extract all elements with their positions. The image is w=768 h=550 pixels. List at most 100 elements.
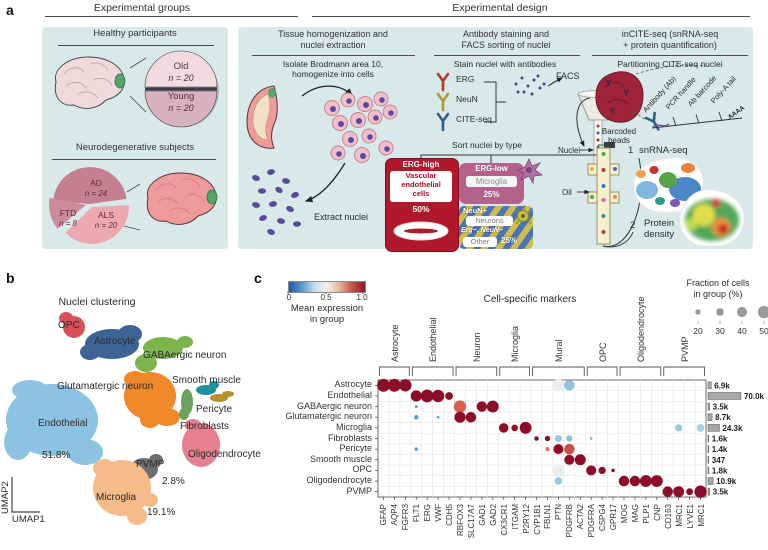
gene-group-label: PVMP [679,336,690,362]
dot-gabaergic-neuron-FLT1 [414,405,418,408]
erg-high-line2: endothelial [401,180,441,189]
dot-smooth-muscle-ACTA2 [574,454,586,466]
dot-oligodendrocyte-PTN [554,477,563,485]
incite-title-2: + protein quantification) [623,40,717,50]
construct-barcode-squiggle [652,123,670,128]
antibody-citeseq-icon [436,112,450,132]
antibody-erg-label: ERG [456,74,475,84]
neun-line2: Erg−, NeuN− [461,227,504,234]
dot-microglia-MRC1 [675,424,683,432]
gene-label: MOG [620,504,629,524]
size-legend-tick: 30 [715,326,725,336]
pie-ad-n: n = 24 [84,189,108,198]
dot-oligodendrocyte-CNP [650,475,663,487]
antibody-citeseq-label: CITE-seq [456,114,492,124]
erg-high-line1: Vascular [405,171,437,180]
pie-young-label: Young [167,91,195,102]
dot-smooth-muscle-CSPG4 [601,458,604,461]
row-count-bar [707,392,742,400]
row-count-bar [707,456,710,464]
microglia-cell-icon [515,158,544,185]
gene-group-label: Astrocyte [389,324,400,362]
umap-x-axis-label: UMAP1 [12,514,45,525]
antibody-bracket [484,81,506,123]
row-count-bar [707,402,710,411]
gene-label: FLT1 [412,504,422,523]
cite-nucleus-icon [595,71,644,123]
groups-header: Experimental groups [93,2,191,14]
dot-gabaergic-neuron-RBFOX3 [453,400,467,413]
dot-astrocyte-GFAP [377,378,390,392]
size-legend-tick: 20 [693,326,703,336]
gene-label: LYVE1 [685,504,695,529]
snrnaseq-label: snRNA-seq [639,145,688,156]
tissue-title-2: nuclei extraction [300,40,366,50]
erg-high-line3: cells [412,189,430,198]
celltype-row-label: Astrocyte [334,379,372,390]
construct-line [651,117,743,129]
dot-glutamatergic-neuron-SLC17A7 [465,411,477,423]
incite-subtitle: Partitioning CITE-seq nuclei [617,59,723,69]
neun-pill1 [466,216,513,226]
colorbar-tick-0: 0 [286,293,292,302]
dot-pericyte-PDGFRB [564,443,575,455]
erg-high-pill [390,171,452,202]
dot-microglia-CX3CR1 [498,423,509,433]
celltype-row-label: Endothelial [327,389,372,400]
gene-label: VWF [434,504,444,522]
size-legend-label-2: in group (%) [693,289,743,299]
neun-pill2-text: Other [470,236,490,246]
dot-gabaergic-neuron-GAD1 [476,401,488,412]
row-count-label: 1.8k [712,466,728,475]
dot-oligodendrocyte-MOG [618,475,630,487]
row-count-bar [707,434,710,443]
vessel-lumen [404,228,438,234]
construct-ticks [672,111,723,127]
dot-endothelial-CDH5 [445,392,453,400]
tissue-title-1: Tissue homogenization and [278,29,388,39]
row-count-label: 70.0k [744,392,765,401]
dot-microglia-P2RY12 [519,421,532,434]
dot-endothelial-FLT1 [410,390,422,402]
gene-label: MAG [630,504,640,523]
diseased-brain-icon [146,172,218,225]
antibody-neun-label: NeuN [456,94,478,104]
protein-density-label-1: Protein [644,218,675,229]
dot-glutamatergic-neuron-VWF [436,415,440,419]
gene-label: P2RY12 [521,504,531,534]
dot-fibroblasts-PDGFRB [566,435,573,442]
neun-pill1-text: Neurons [475,216,504,225]
umap-cluster-percent: 19.1% [147,507,176,518]
dot-astrocyte-AQP4 [388,378,401,392]
dot-pericyte-FBLN1 [545,446,550,452]
row-count-label: 24.3k [722,424,743,433]
dot-fibroblasts-PTN [554,434,563,443]
dot-endothelial-VWF [431,389,445,403]
erg-low-pct: 25% [483,190,500,199]
erg-high-header: ERG-high [402,160,440,169]
gene-label: CYP1B1 [532,504,542,535]
gene-label: CNP [652,504,662,521]
neuro-pie-chart [49,167,129,244]
umap-axes [11,477,40,513]
beads-label-2: beads [608,136,630,145]
size-legend-label-1: Fraction of cells [686,278,750,288]
row-count-label: 3.5k [713,488,729,497]
gene-group-label: OPC [597,342,608,362]
stain-title-2: FACS sorting of nuclei [461,40,551,50]
umap-cluster-label: Pericyte [196,404,233,415]
output-curve-2 [602,231,634,248]
gene-label: CDH5 [445,504,455,526]
umap-cluster-label: Endothelial [38,418,88,429]
stained-nuclei-dots [514,74,546,96]
neun-line1: NeuN+ [463,205,487,215]
dot-fibroblasts-CYP1B1 [534,436,539,441]
pie-ftd-label: FTD [59,208,77,218]
gene-label: ERG [423,504,433,522]
gene-label: ACTA2 [576,504,586,530]
dot-microglia-ITGAM [511,424,518,432]
gene-label: MRC1 [674,504,684,527]
umap-cluster-label: Glutamatergic neuron [57,381,154,392]
size-legend-tick: 40 [737,326,747,336]
